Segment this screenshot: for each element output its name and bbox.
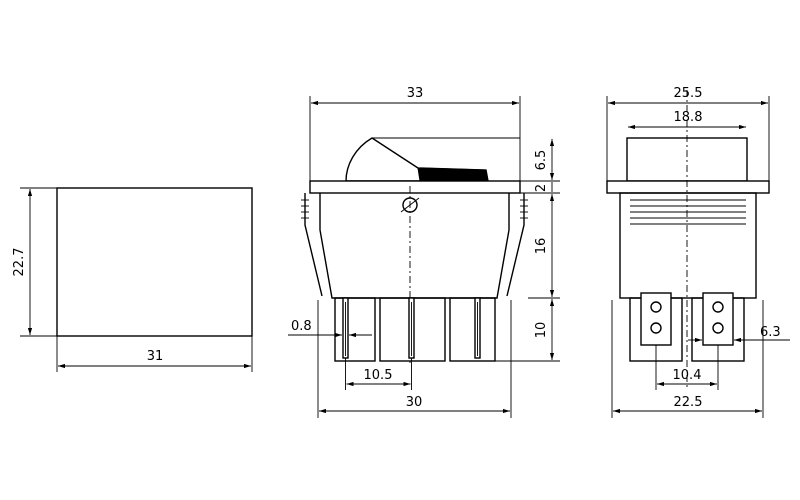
pin-pitch-label: 10.5 bbox=[364, 368, 393, 383]
rocker-height-label: 6.5 bbox=[534, 150, 549, 171]
front-top-width-label: 33 bbox=[407, 86, 424, 101]
front-bottom-width-label: 30 bbox=[406, 395, 423, 410]
end-rocker-width-label: 18.8 bbox=[674, 110, 703, 125]
terminal-width-label: 6.3 bbox=[760, 325, 781, 340]
front-flange bbox=[309, 180, 521, 194]
end-top-width-label: 25.5 bbox=[674, 86, 703, 101]
end-view: 25.5 18.8 6.3 10.4 22.5 bbox=[606, 86, 790, 418]
end-body-ribs bbox=[630, 199, 746, 225]
front-view: 33 6.5 2 16 10 0.8 10.5 30 bbox=[288, 86, 560, 418]
end-flange bbox=[606, 180, 770, 194]
side-body bbox=[56, 187, 253, 337]
end-terminals bbox=[640, 292, 734, 346]
front-pins bbox=[342, 297, 481, 359]
body-height-label: 16 bbox=[534, 238, 549, 255]
end-body bbox=[619, 192, 757, 299]
flange-label: 2 bbox=[534, 184, 549, 192]
end-pin-pitch-label: 10.4 bbox=[673, 368, 702, 383]
pin-thickness-label: 0.8 bbox=[291, 319, 312, 334]
right-snap-clip bbox=[506, 193, 525, 297]
end-bottom-width-label: 22.5 bbox=[674, 395, 703, 410]
side-width-label: 31 bbox=[147, 349, 164, 364]
pin-height-label: 10 bbox=[534, 322, 549, 339]
left-snap-clip bbox=[304, 193, 323, 297]
end-rocker bbox=[626, 137, 748, 182]
side-height-label: 22.7 bbox=[12, 248, 27, 277]
side-view: 22.7 31 bbox=[12, 187, 253, 372]
front-body bbox=[319, 193, 510, 299]
